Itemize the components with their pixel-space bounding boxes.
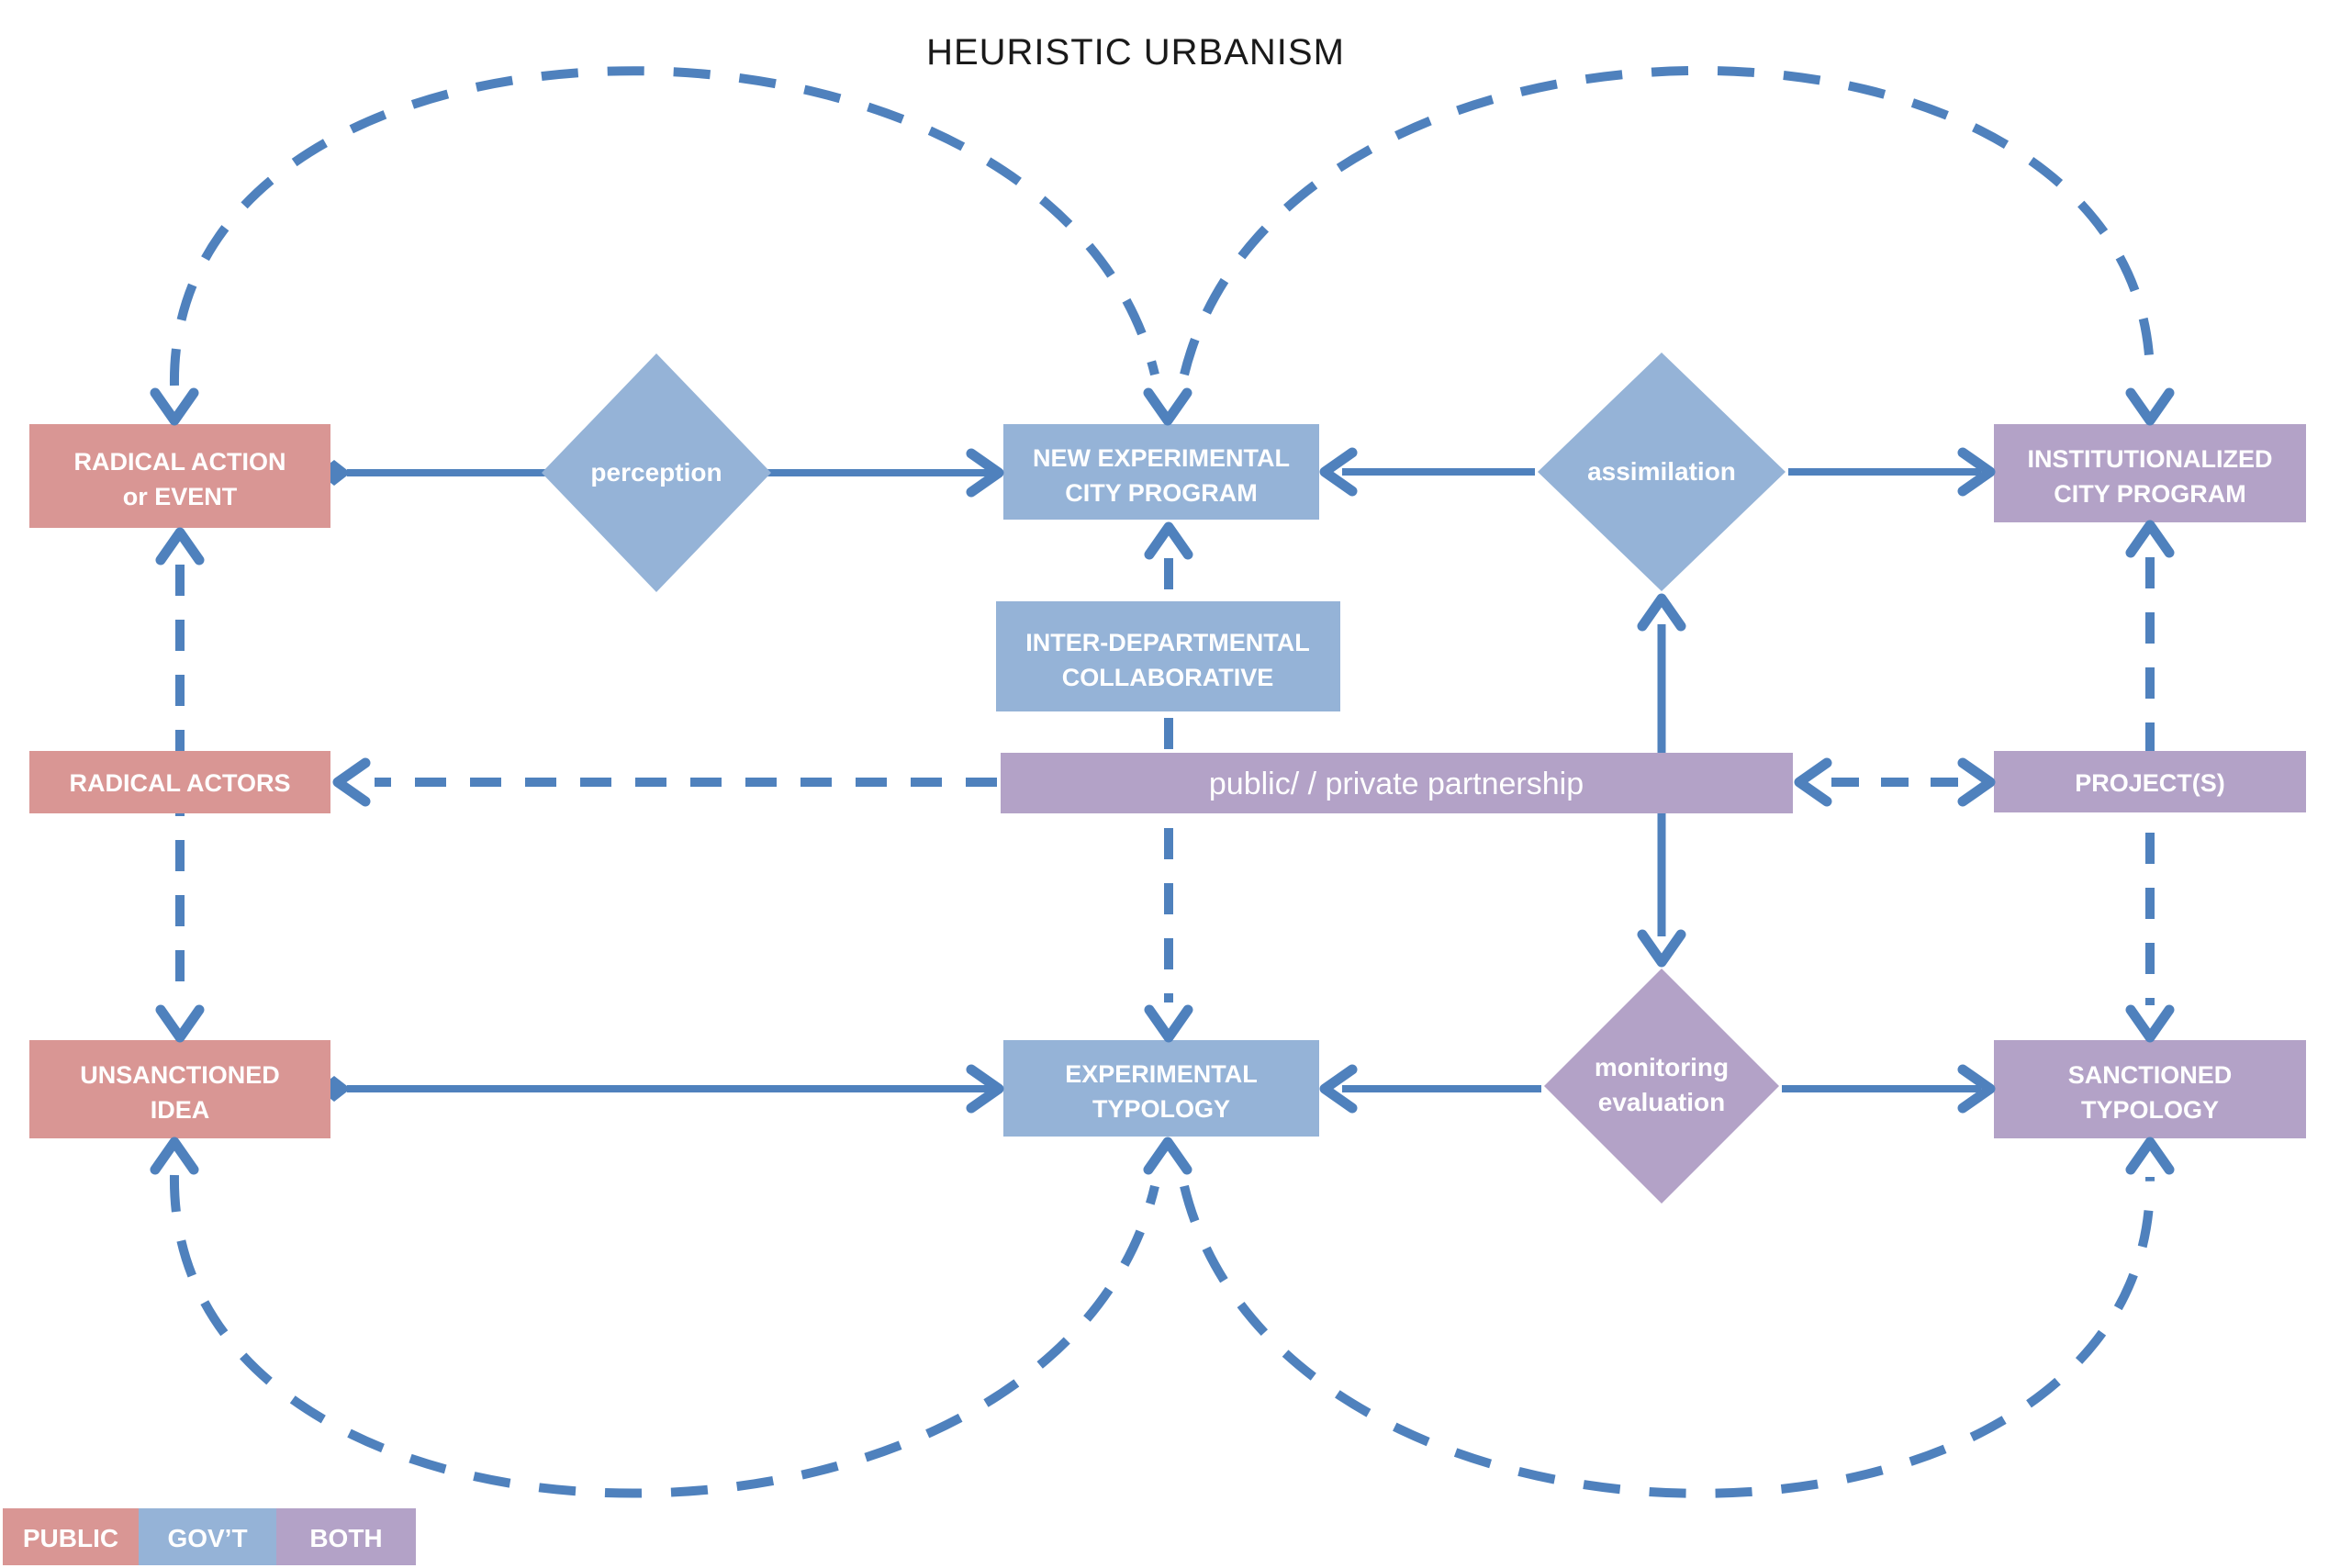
arrowhead-right-institutionalized-left (1957, 447, 1996, 497)
node-new-experimental: NEW EXPERIMENTAL CITY PROGRAM (1003, 424, 1319, 520)
arrowhead-left-radical-actors-right (332, 757, 371, 807)
unsanctioned-box (29, 1040, 330, 1138)
arrowhead-left-experimental-typology-right (1319, 1064, 1358, 1114)
node-institutionalized: INSTITUTIONALIZED CITY PROGRAM (1994, 424, 2306, 522)
perception-label: perception (590, 458, 722, 487)
institutionalized-label-2: CITY PROGRAM (2054, 480, 2246, 508)
collaborative-box (996, 601, 1340, 711)
node-sanctioned: SANCTIONED TYPOLOGY (1994, 1040, 2306, 1138)
arrowhead-down-institutionalized-top (2125, 387, 2175, 426)
radical-actors-label: RADICAL ACTORS (69, 769, 290, 797)
node-monitoring: monitoring evaluation (1544, 969, 1779, 1204)
cycle-arc-bottom-right (1180, 1176, 2155, 1498)
node-projects: PROJECT(S) (1994, 751, 2306, 812)
arrowhead-right-new-experimental-left (966, 448, 1004, 498)
page-title: HEURISTIC URBANISM (926, 32, 1345, 73)
partnership-bar (1001, 753, 1793, 813)
arrowhead-down-experimental-typology-top (1144, 1004, 1193, 1043)
arrowhead-up-radical-action-bottom (155, 527, 205, 566)
assimilation-diamond (1538, 353, 1786, 591)
radical-action-label-2: or EVENT (123, 483, 238, 510)
cycle-arc-bottom-left (169, 1174, 1159, 1498)
experimental-typology-label-2: TYPOLOGY (1092, 1095, 1230, 1123)
sanctioned-label-1: SANCTIONED (2068, 1061, 2233, 1089)
node-collaborative: INTER-DEPARTMENTAL COLLABORATIVE (996, 601, 1340, 711)
assimilation-label: assimilation (1587, 457, 1736, 486)
arrowheads (150, 387, 2175, 1175)
legend-label-govt: GOV’T (167, 1524, 247, 1552)
arrowhead-down-sanctioned-top (2125, 1004, 2175, 1043)
institutionalized-label-1: INSTITUTIONALIZED (2028, 445, 2273, 473)
cycle-arc-top-right (1180, 66, 2155, 385)
experimental-typology-label-1: EXPERIMENTAL (1065, 1060, 1258, 1088)
arrowhead-up-new-experimental-bottom (1144, 521, 1193, 560)
legend-swatch-public (3, 1508, 139, 1565)
legend-swatch-both (276, 1508, 416, 1565)
arrowhead-down-new-experimental-top (1143, 387, 1192, 426)
sanctioned-box (1994, 1040, 2306, 1138)
arrowhead-up-experimental-typology-bottom (1143, 1137, 1192, 1175)
new-experimental-label-2: CITY PROGRAM (1065, 479, 1258, 507)
node-radical-action: RADICAL ACTION or EVENT (29, 424, 330, 528)
arrowhead-left-partnership-right (1794, 757, 1832, 807)
legend: PUBLIC GOV’T BOTH (3, 1508, 416, 1565)
collaborative-label-1: INTER-DEPARTMENTAL (1025, 629, 1309, 656)
legend-swatch-govt (139, 1508, 276, 1565)
sanctioned-label-2: TYPOLOGY (2081, 1096, 2219, 1124)
arrowhead-up-sanctioned-bottom (2125, 1137, 2175, 1175)
arrowhead-down-radical-action-top (150, 387, 199, 426)
projects-box (1994, 751, 2306, 812)
new-experimental-box (1003, 424, 1319, 520)
arrowhead-up-assimilation-bottom (1637, 593, 1686, 632)
monitoring-label-2: evaluation (1598, 1088, 1725, 1116)
collaborative-label-2: COLLABORATIVE (1062, 664, 1274, 691)
projects-label: PROJECT(S) (2075, 769, 2225, 797)
node-experimental-typology: EXPERIMENTAL TYPOLOGY (1003, 1040, 1319, 1137)
legend-label-public: PUBLIC (23, 1524, 118, 1552)
radical-actors-box (29, 751, 330, 813)
arrowhead-up-unsanctioned-bottom (150, 1137, 199, 1175)
node-radical-actors: RADICAL ACTORS (29, 751, 330, 813)
arrowhead-down-unsanctioned-top (155, 1004, 205, 1043)
radical-action-box (29, 424, 330, 528)
radical-action-label-1: RADICAL ACTION (74, 448, 286, 476)
node-assimilation: assimilation (1538, 353, 1786, 591)
unsanctioned-label-2: IDEA (151, 1096, 210, 1124)
arrowhead-up-institutionalized-bottom (2125, 520, 2175, 558)
cycle-arc-top-left (169, 66, 1159, 386)
new-experimental-label-1: NEW EXPERIMENTAL (1033, 444, 1290, 472)
perception-diamond (542, 353, 771, 592)
unsanctioned-label-1: UNSANCTIONED (80, 1061, 280, 1089)
node-unsanctioned: UNSANCTIONED IDEA (29, 1040, 330, 1138)
legend-label-both: BOTH (309, 1524, 382, 1552)
partnership-label: public/ / private partnership (1209, 767, 1584, 801)
arrowhead-right-projects-left (1957, 757, 1996, 807)
arrowhead-down-monitoring-top (1637, 929, 1686, 968)
node-partnership: public/ / private partnership (1001, 753, 1793, 813)
monitoring-diamond (1544, 969, 1779, 1204)
arrowhead-left-new-experimental-right (1319, 447, 1358, 497)
monitoring-label-1: monitoring (1595, 1053, 1729, 1081)
institutionalized-box (1994, 424, 2306, 522)
node-perception: perception (542, 353, 771, 592)
arrowhead-right-sanctioned-left (1957, 1064, 1996, 1114)
arrowhead-right-experimental-typology-left (966, 1064, 1004, 1114)
connectors (169, 66, 2155, 1498)
experimental-typology-box (1003, 1040, 1319, 1137)
